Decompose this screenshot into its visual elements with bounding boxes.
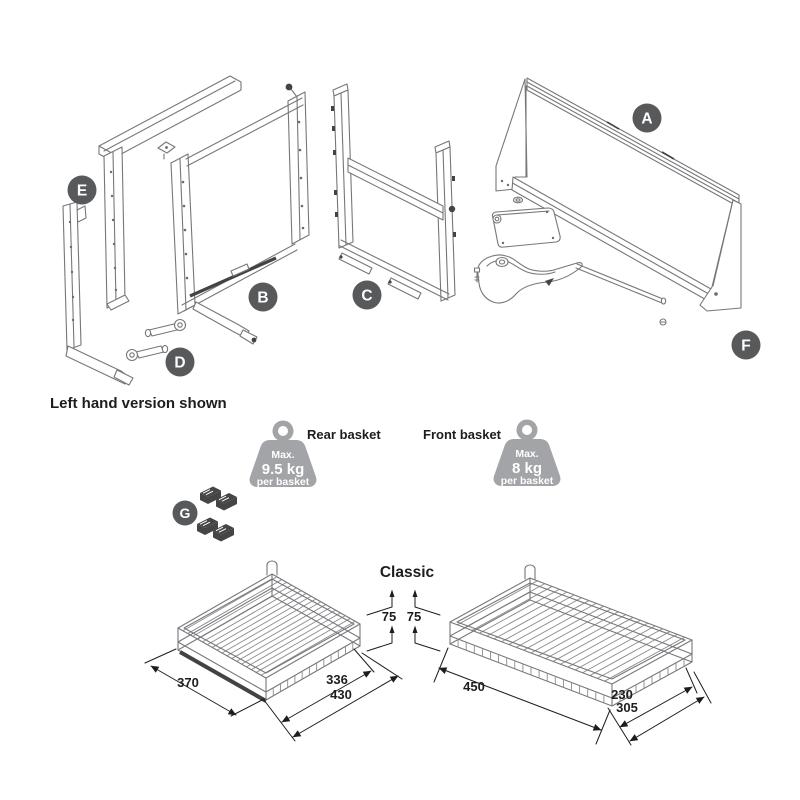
part-letter-g: G xyxy=(180,505,191,521)
part-b-carriage-frame xyxy=(157,83,310,345)
part-label-f: F xyxy=(731,330,761,360)
part-label-g: G xyxy=(172,500,198,526)
part-letter-e: E xyxy=(77,183,87,200)
swing-arm-mechanism xyxy=(473,254,667,326)
rear-basket-label: Rear basket xyxy=(307,427,381,442)
front-max-label: Max. xyxy=(515,448,538,460)
rear-max-label: Max. xyxy=(271,449,294,461)
dim-right-outer: 305 xyxy=(616,700,638,715)
front-max-value: 8 kg xyxy=(512,460,542,477)
rear-basket-dimensions: 370 336 430 xyxy=(144,648,403,742)
part-letter-a: A xyxy=(641,111,652,128)
part-letter-b: B xyxy=(257,290,268,307)
part-letter-d: D xyxy=(174,355,185,372)
part-e-mounting-bracket xyxy=(62,201,134,386)
part-g-clips xyxy=(196,486,238,542)
dim-left-height: 75 xyxy=(382,609,396,624)
part-label-d: D xyxy=(165,347,195,377)
weight-icon-front xyxy=(493,439,561,486)
height-dim-right: 75 xyxy=(407,589,441,652)
dim-left-outer: 430 xyxy=(330,687,352,702)
front-basket-drawing xyxy=(449,564,693,707)
dim-left-side: 370 xyxy=(177,675,199,690)
front-basket-label: Front basket xyxy=(423,427,502,442)
basket-clip xyxy=(199,486,238,511)
part-label-e: E xyxy=(67,175,97,205)
height-dim-left: 75 xyxy=(366,589,396,652)
classic-section: Classic 75 75 xyxy=(144,560,712,746)
rear-per-label: per basket xyxy=(257,476,310,488)
load-limit-front: Max. 8 kg per basket Front basket xyxy=(423,419,561,487)
part-a-main-frame xyxy=(491,77,742,312)
handing-note: Left hand version shown xyxy=(50,395,227,412)
part-c-rear-frame xyxy=(331,83,456,302)
rear-max-value: 9.5 kg xyxy=(262,461,305,478)
part-letter-f: F xyxy=(741,338,750,355)
dim-right-side: 450 xyxy=(463,679,485,694)
dim-right-height: 75 xyxy=(407,609,421,624)
series-title: Classic xyxy=(380,564,435,581)
exploded-assembly-diagram: A B C D E F xyxy=(62,75,761,386)
top-cross-rail-and-post xyxy=(98,75,242,311)
part-label-b: B xyxy=(248,282,278,312)
part-label-a: A xyxy=(632,103,662,133)
dim-left-inner: 336 xyxy=(326,672,348,687)
load-limit-rear: Max. 9.5 kg per basket Rear basket xyxy=(249,420,381,488)
basket-clip xyxy=(196,517,235,542)
weight-icon-rear xyxy=(249,440,317,487)
part-label-c: C xyxy=(352,280,382,310)
part-d-link-arms xyxy=(125,318,187,362)
front-basket-dimensions: 450 230 305 xyxy=(433,647,712,746)
front-per-label: per basket xyxy=(501,475,554,487)
dim-right-inner: 230 xyxy=(611,687,633,702)
part-letter-c: C xyxy=(361,288,372,305)
